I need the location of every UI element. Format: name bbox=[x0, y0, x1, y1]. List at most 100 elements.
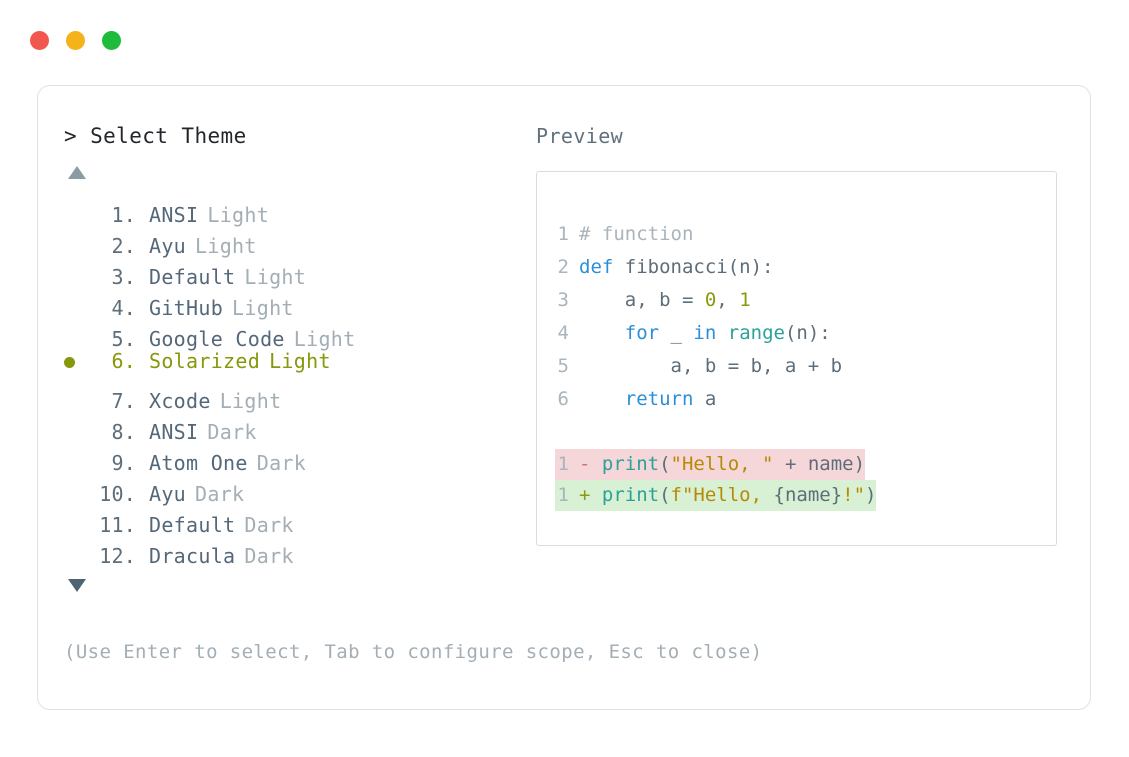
code-token-plain: + name) bbox=[773, 453, 866, 475]
theme-item-name: Ayu bbox=[149, 482, 187, 506]
theme-list-item[interactable]: 7. Xcode Light bbox=[64, 377, 534, 413]
theme-item-index: 5. bbox=[111, 327, 136, 351]
theme-item-variant: Light bbox=[269, 349, 331, 373]
theme-item-variant: Light bbox=[207, 203, 270, 227]
code-token-plain: {name} bbox=[773, 484, 843, 506]
selection-bullet-slot bbox=[64, 253, 90, 284]
code-token-fn: print bbox=[601, 453, 660, 475]
code-line: 4 for _ in range(n): bbox=[555, 317, 1056, 350]
theme-item-index: 8. bbox=[111, 420, 136, 444]
close-button[interactable] bbox=[30, 30, 49, 50]
theme-item-variant: Dark bbox=[244, 513, 294, 537]
code-token-plain: ( bbox=[659, 453, 671, 475]
line-number: 1 bbox=[557, 484, 569, 506]
theme-item-variant: Light bbox=[219, 389, 282, 413]
code-token-plain: , bbox=[716, 289, 740, 311]
selection-bullet-slot bbox=[64, 222, 90, 253]
diff-block: 1- print("Hello, " + name)1+ print(f"Hel… bbox=[555, 449, 1056, 511]
theme-list-item[interactable]: 6. Solarized Light bbox=[64, 346, 534, 377]
code-token-plain: ( bbox=[659, 484, 671, 506]
code-token-plain: _ bbox=[659, 322, 694, 344]
code-line: 6 return a bbox=[555, 383, 1056, 416]
theme-item-variant: Light bbox=[244, 265, 307, 289]
theme-item-index: 4. bbox=[111, 296, 136, 320]
line-number: 6 bbox=[557, 388, 569, 410]
theme-list-item[interactable]: 10. Ayu Dark bbox=[64, 470, 534, 506]
theme-item-name: Default bbox=[149, 513, 236, 537]
line-number: 1 bbox=[557, 223, 569, 245]
prompt-caret-icon: > bbox=[64, 124, 78, 148]
theme-item-name: Ayu bbox=[149, 234, 187, 258]
minimize-button[interactable] bbox=[66, 30, 85, 50]
theme-item-variant: Light bbox=[293, 327, 356, 351]
window-titlebar bbox=[0, 0, 1129, 80]
code-token-plain: a bbox=[693, 388, 717, 410]
code-token-num: 0 bbox=[704, 289, 717, 311]
line-number: 1 bbox=[557, 453, 569, 475]
theme-item-name: GitHub bbox=[149, 296, 224, 320]
selection-bullet-slot bbox=[64, 191, 90, 222]
scroll-up-icon[interactable] bbox=[68, 166, 86, 179]
code-token-plain: (n): bbox=[784, 322, 831, 344]
code-token-str: !" bbox=[842, 484, 866, 506]
diff-row: 1- print("Hello, " + name) bbox=[555, 449, 1056, 480]
code-token-str: f"Hello, bbox=[670, 484, 774, 506]
theme-item-name: ANSI bbox=[149, 203, 199, 227]
diff-sign: + bbox=[579, 484, 602, 506]
prompt-header: > Select Theme bbox=[64, 122, 534, 150]
code-token-num: 1 bbox=[739, 289, 751, 311]
code-token-comment: # function bbox=[579, 223, 694, 245]
diff-sign: - bbox=[579, 453, 602, 475]
line-number: 5 bbox=[557, 355, 569, 377]
theme-item-variant: Dark bbox=[207, 420, 257, 444]
theme-item-variant: Light bbox=[232, 296, 294, 320]
selection-bullet-slot bbox=[64, 532, 90, 563]
theme-item-variant: Dark bbox=[256, 451, 307, 475]
theme-item-name: Xcode bbox=[149, 389, 211, 413]
code-token-kw: in bbox=[693, 322, 717, 344]
maximize-button[interactable] bbox=[102, 30, 121, 50]
theme-list-item[interactable]: 4. GitHub Light bbox=[64, 284, 534, 320]
window-controls bbox=[30, 30, 121, 50]
line-number: 3 bbox=[557, 289, 569, 311]
scroll-down-icon[interactable] bbox=[68, 579, 86, 592]
theme-item-index: 10. bbox=[99, 482, 136, 506]
code-line: 1 # function bbox=[555, 218, 1056, 251]
diff-line-deletion: 1- print("Hello, " + name) bbox=[555, 449, 866, 480]
theme-item-index: 7. bbox=[111, 389, 136, 413]
selection-bullet-slot bbox=[64, 284, 90, 315]
code-token-str: "Hello, " bbox=[670, 453, 774, 475]
selection-bullet-slot bbox=[64, 470, 90, 501]
code-token-plain bbox=[579, 388, 625, 410]
code-token-plain: a, b = b, a + b bbox=[579, 355, 843, 377]
code-token-plain: ) bbox=[865, 484, 877, 506]
code-token-fn: range bbox=[727, 322, 785, 344]
theme-item-name: Solarized bbox=[149, 349, 261, 373]
preview-label: Preview bbox=[536, 124, 624, 148]
selection-bullet-slot bbox=[64, 501, 90, 532]
selected-bullet-icon bbox=[64, 357, 75, 368]
page-title: Select Theme bbox=[90, 124, 247, 148]
theme-item-variant: Dark bbox=[195, 482, 245, 506]
diff-row: 1+ print(f"Hello, {name}!") bbox=[555, 480, 1056, 511]
code-token-plain: a, b = bbox=[579, 289, 705, 311]
theme-item-index: 6. bbox=[111, 349, 136, 373]
selection-bullet-slot bbox=[64, 347, 90, 378]
selection-bullet-slot bbox=[64, 439, 90, 470]
selection-bullet-slot bbox=[64, 315, 90, 346]
